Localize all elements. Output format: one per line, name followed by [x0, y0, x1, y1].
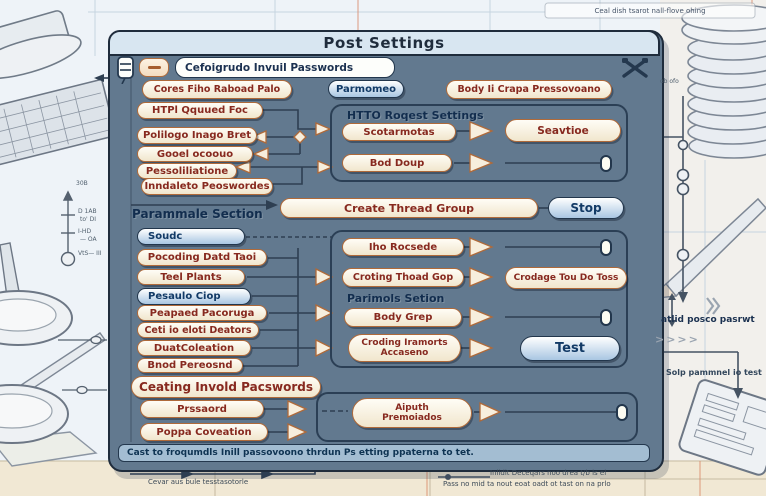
slider-handle-4[interactable] [616, 404, 628, 421]
croding-line1: Croding Iramorts [361, 337, 448, 348]
left-arrow-pointer [94, 74, 108, 82]
toolbar-button-2[interactable]: Parmomeo [328, 80, 404, 98]
left2-item-soudc[interactable]: Soudc [137, 228, 245, 245]
config-title-field[interactable] [175, 57, 395, 78]
create-thread-group-pill[interactable]: Create Thread Group [280, 198, 538, 218]
tablet-sketch [678, 379, 766, 476]
left2-item-peapaed[interactable]: Peapaed Pacoruga [137, 305, 267, 321]
slider-handle-3[interactable] [600, 309, 612, 326]
minimize-dash-icon [147, 66, 161, 69]
panel1-item-bod-doup[interactable]: Bod Doup [342, 154, 452, 172]
window-titlebar[interactable]: Post Settings [108, 30, 660, 56]
measure-line-sketch [60, 190, 76, 267]
http-request-settings-panel [330, 104, 628, 182]
bowl-sketch-bottom [0, 384, 98, 467]
measure-label-4: I-HD [78, 228, 92, 235]
panel2-header: Parimols Setion [347, 292, 445, 305]
bottom-right-caption-1: Inlidit Deceqars noo drea t/b ls el [490, 469, 607, 477]
left2-item-pesaulo[interactable]: Pesaulo Ciop [137, 288, 251, 305]
panel2-target-crodage[interactable]: Crodage Tou Do Toss [505, 267, 627, 289]
measure-label-6: VtS— III [78, 250, 102, 257]
bowl-connectors [58, 335, 107, 395]
left2-item-bnod[interactable]: Bnod Pereosnd [137, 358, 243, 373]
left2-item-ceti[interactable]: Ceti io eloti Deators [137, 322, 259, 338]
ceating-invold-pill[interactable]: Ceating Invold Pacswords [131, 376, 321, 398]
left-item-http-request[interactable]: HTPl Qquued Foc [137, 102, 263, 119]
stack-icon[interactable] [116, 56, 136, 84]
left-item-gooel[interactable]: Gooel ocoouo [137, 146, 253, 162]
slider-handle-2[interactable] [600, 239, 612, 256]
bottom-panel [316, 392, 638, 442]
panel1-header: HTTO Roqest Settings [347, 109, 484, 122]
pencil-sketch [645, 197, 766, 300]
parammale-section-header: Parammale Section [132, 207, 263, 221]
window-title: Post Settings [323, 34, 445, 52]
chevrons-label: >>>> [655, 333, 700, 346]
croding-line2: Accaseno [380, 348, 429, 358]
top-right-caption: Ceal dish tsarot nall-flove ohing [594, 6, 706, 15]
scissors-icon[interactable] [621, 57, 649, 80]
toolbar-button-3[interactable]: Body Ii Crapa Pressovoano [446, 80, 612, 99]
panel1-item-scotarmotas[interactable]: Scotarmotas [342, 123, 456, 141]
left-item-inndaleto[interactable]: Inndaleto Peoswordes [141, 178, 273, 195]
bottom-panel-pill[interactable]: Aiputh Premoiados [352, 398, 472, 428]
left-item-polilogo[interactable]: Polilogo Inago Bret [137, 127, 257, 144]
test-button[interactable]: Test [520, 336, 620, 361]
slider-handle-1[interactable] [600, 155, 612, 172]
right-label-1: atlid posco pasrwt [661, 315, 755, 325]
coin-stack-sketch [681, 4, 766, 159]
panel2-item-croting[interactable]: Croting Thoad Gop [342, 268, 464, 287]
panel2-item-iho-rocsede[interactable]: Iho Rocsede [342, 238, 464, 256]
left2-item-duatcoleation[interactable]: DuatColeation [137, 340, 251, 356]
toolbar-button-1[interactable]: Cores Fiho Raboad Palo [142, 80, 292, 99]
measure-label-5: — OA [80, 236, 97, 243]
aiputh-line2: Premoiados [382, 413, 442, 423]
panel1-target-seavtioe[interactable]: Seavtioe [505, 119, 621, 142]
bottom-item-prssaord[interactable]: Prssaord [140, 400, 264, 418]
left2-item-pocoding[interactable]: Pocoding Datd Taoi [137, 249, 267, 266]
measure-label-3: to' DI [80, 216, 96, 223]
right-small-label: ob ofo [660, 78, 679, 85]
stick-sketch [0, 332, 106, 408]
status-text: Cast to froqumdls Inill passovoono thrdu… [127, 448, 474, 458]
aiputh-line1: Aiputh [395, 402, 429, 413]
bottom-item-poppa[interactable]: Poppa Coveation [140, 423, 268, 441]
right-label-2: Solp pammnel io test [666, 368, 762, 377]
keyboard-sketch [0, 78, 117, 167]
panel2-item-croding-iramorts[interactable]: Croding Iramorts Accaseno [348, 334, 461, 362]
bottom-right-caption-2: Pass no mid ta nout eoat oadt ot tast on… [443, 480, 611, 488]
status-bar: Cast to froqumdls Inill passovoono thrdu… [118, 444, 650, 462]
bottom-left-caption: Cevar aus bule tesstasotorle [148, 478, 249, 486]
right-paper-band [660, 0, 766, 496]
stop-button[interactable]: Stop [548, 197, 624, 219]
panel2-item-body-grep[interactable]: Body Grep [344, 308, 462, 327]
left2-item-teel-plants[interactable]: Teel Plants [137, 269, 245, 285]
measure-label-2: D 1AB [78, 208, 97, 215]
left-item-pessoliliatione[interactable]: Pessoliliatione [137, 163, 237, 179]
measure-label-1: 30B [76, 180, 88, 187]
bowl-sketch-top [0, 242, 73, 346]
minimize-button[interactable] [139, 58, 169, 77]
parimols-section-panel [330, 230, 628, 368]
tray-sketch [0, 10, 82, 80]
